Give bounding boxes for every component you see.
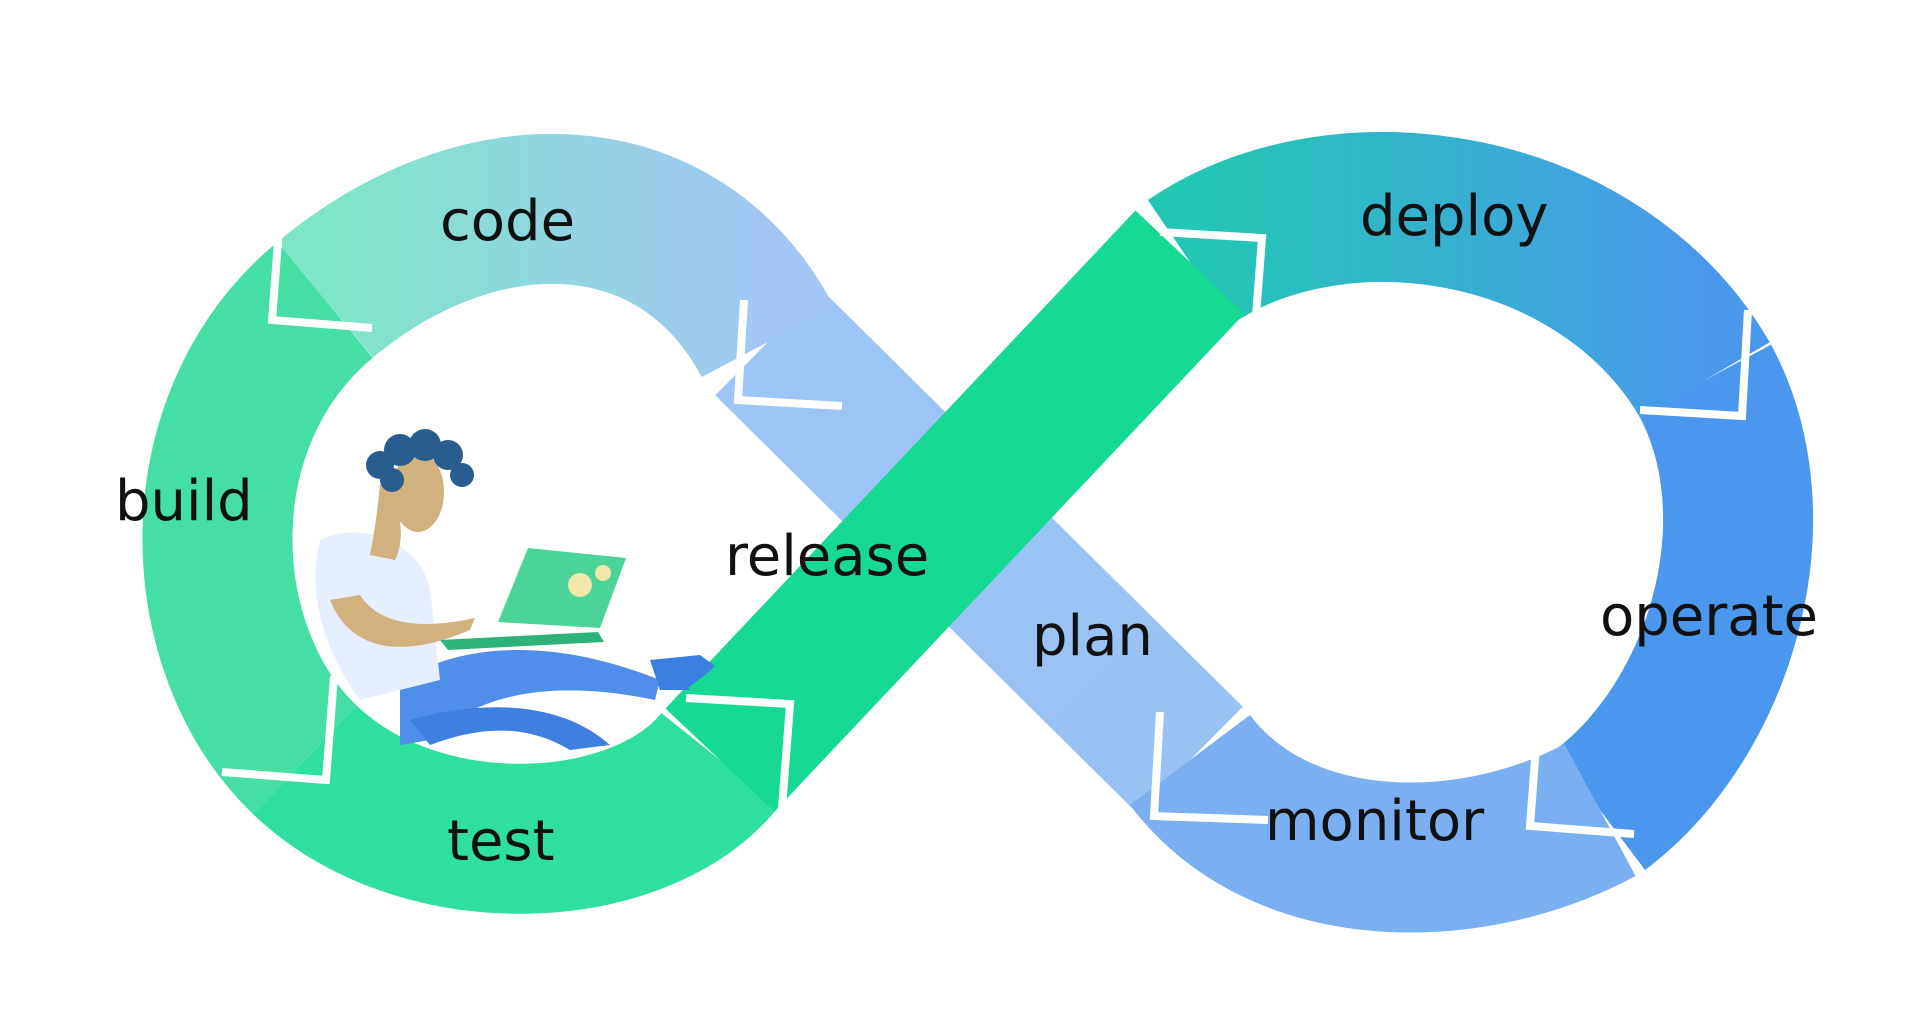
- label-test: test: [447, 809, 555, 874]
- laptop-icon: [440, 548, 626, 650]
- segment-code: [276, 134, 835, 379]
- label-monitor: monitor: [1265, 789, 1485, 854]
- person-with-laptop-illustration: [315, 429, 727, 750]
- segment-release: [665, 210, 1245, 812]
- stage-labels: code build test release deploy operate m…: [115, 184, 1818, 874]
- label-release: release: [725, 524, 929, 589]
- label-operate: operate: [1600, 584, 1818, 649]
- label-code: code: [440, 189, 575, 254]
- label-plan: plan: [1032, 604, 1153, 669]
- segment-monitor: [1130, 712, 1636, 933]
- segment-test: [253, 703, 779, 914]
- segment-build: [142, 242, 375, 815]
- segment-operate: [1553, 344, 1814, 870]
- label-build: build: [115, 469, 253, 534]
- segment-deploy: [1147, 132, 1770, 420]
- segment-separators: [221, 215, 1752, 838]
- label-deploy: deploy: [1360, 184, 1549, 249]
